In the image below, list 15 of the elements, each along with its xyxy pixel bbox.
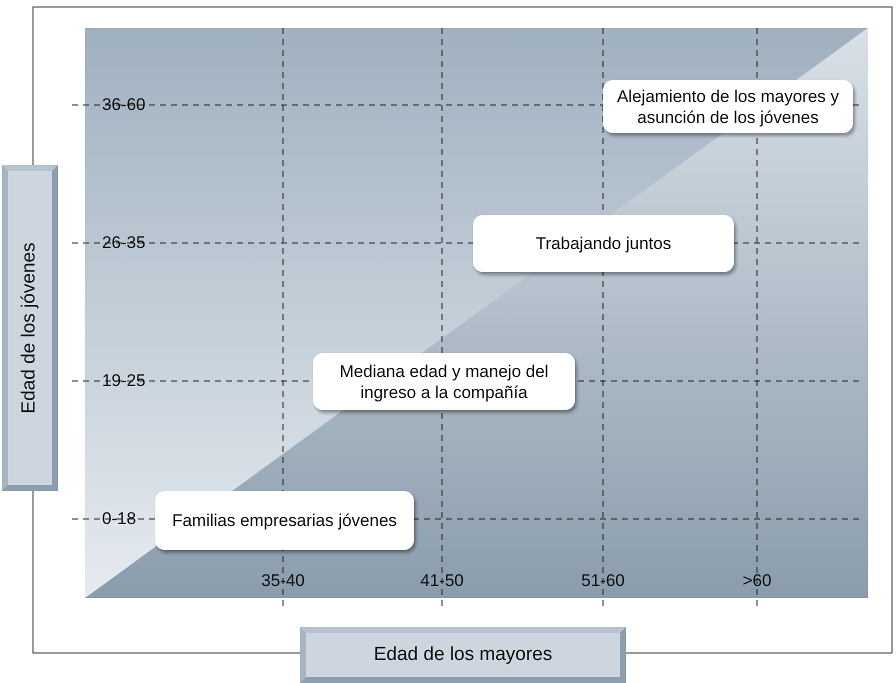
y-tick-label: 26-35 — [102, 233, 146, 253]
axis-title: Edad de los mayores — [300, 627, 626, 683]
y-tick-label: 36-60 — [102, 95, 146, 115]
y-tick-label: 0-18 — [102, 509, 136, 529]
stage-label: Familias empresarias jóvenes — [155, 491, 414, 550]
x-tick-label: 41-50 — [420, 571, 464, 591]
stage-label: Alejamiento de los mayores y asunción de los jóvenes — [603, 80, 853, 133]
x-tick-label: 35-40 — [261, 571, 305, 591]
axis-title-panel — [2, 165, 58, 491]
y-tick-label: 19-25 — [102, 371, 146, 391]
x-tick-label: 51-60 — [581, 571, 625, 591]
stage-label: Trabajando juntos — [473, 215, 734, 272]
axis-title-text: Edad de los jóvenes — [19, 242, 41, 414]
x-tick-label: >60 — [742, 571, 772, 591]
stage-label: Mediana edad y manejo del ingreso a la compañía — [313, 353, 575, 410]
